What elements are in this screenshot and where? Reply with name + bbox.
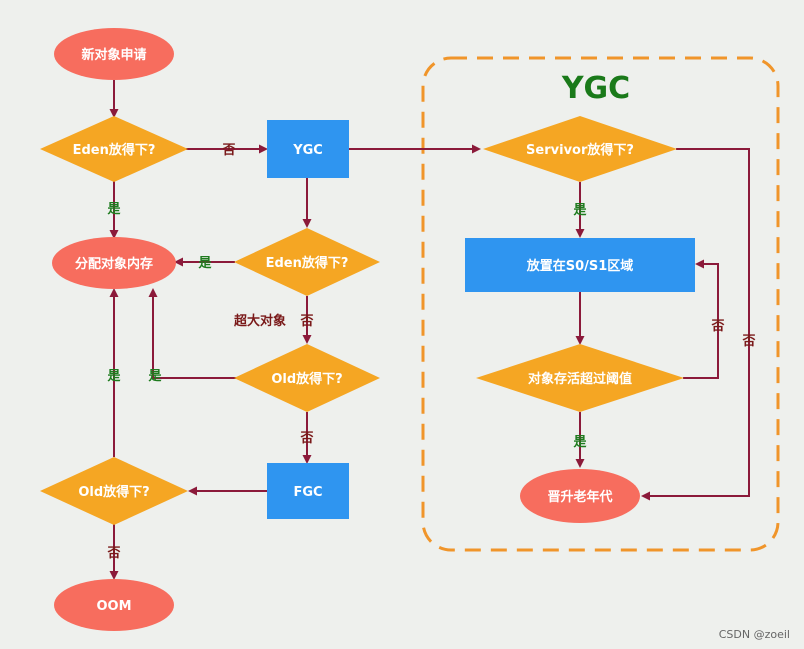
- label-old1-yes: 是: [147, 369, 162, 384]
- node-old-fit-1-label: Old放得下?: [271, 371, 342, 387]
- node-promote-old: [520, 469, 640, 523]
- ygc-region-border: [421, 56, 780, 552]
- node-fgc-label: FGC: [293, 485, 322, 500]
- node-age-threshold-label: 对象存活超过阈值: [528, 371, 632, 387]
- node-place-s0s1-label: 放置在S0/S1区域: [526, 258, 634, 274]
- node-old-fit-2: [40, 457, 188, 525]
- label-old2-yes: 是: [106, 369, 121, 384]
- edge-old1-to-allocate: [148, 288, 237, 379]
- node-survivor-fit-label: Servivor放得下?: [526, 142, 634, 158]
- ygc-region-title: YGC: [561, 71, 630, 106]
- node-ygc-label: YGC: [292, 143, 323, 158]
- label-age-no: 否: [710, 319, 724, 334]
- label-old2-no: 否: [106, 546, 120, 561]
- node-age-threshold: [476, 344, 684, 412]
- node-old-fit-2-label: Old放得下?: [78, 484, 149, 500]
- label-survivor-no: 否: [741, 334, 755, 349]
- label-eden1-no: 否: [221, 143, 235, 158]
- label-eden2-no: 否: [299, 314, 313, 329]
- label-eden1-yes: 是: [106, 202, 121, 217]
- node-eden-fit-2: [234, 228, 380, 296]
- watermark: CSDN @zoeil: [719, 628, 790, 641]
- label-old1-no: 否: [299, 431, 313, 446]
- connectors: [109, 80, 750, 580]
- node-new-object: [54, 28, 174, 80]
- node-eden-fit-2-label: Eden放得下?: [266, 255, 349, 271]
- node-allocate: [52, 237, 176, 289]
- node-allocate-label: 分配对象内存: [75, 256, 153, 272]
- node-old-fit-1: [234, 344, 380, 412]
- node-oom: [54, 579, 174, 631]
- node-survivor-fit: [483, 116, 677, 182]
- node-promote-old-label: 晋升老年代: [547, 489, 612, 505]
- edge-age-to-place: [683, 259, 719, 379]
- label-large-object: 超大对象: [234, 313, 286, 329]
- node-place-s0s1: [465, 238, 695, 292]
- label-survivor-yes: 是: [572, 203, 587, 218]
- label-eden2-yes: 是: [197, 256, 212, 271]
- node-oom-label: OOM: [96, 599, 131, 614]
- node-ygc: [267, 120, 349, 178]
- edge-survivor-to-promote: [641, 148, 750, 501]
- node-new-object-label: 新对象申请: [81, 47, 146, 63]
- node-eden-fit-1: [40, 116, 188, 182]
- node-eden-fit-1-label: Eden放得下?: [73, 142, 156, 158]
- node-fgc: [267, 463, 349, 519]
- label-age-yes: 是: [572, 435, 587, 450]
